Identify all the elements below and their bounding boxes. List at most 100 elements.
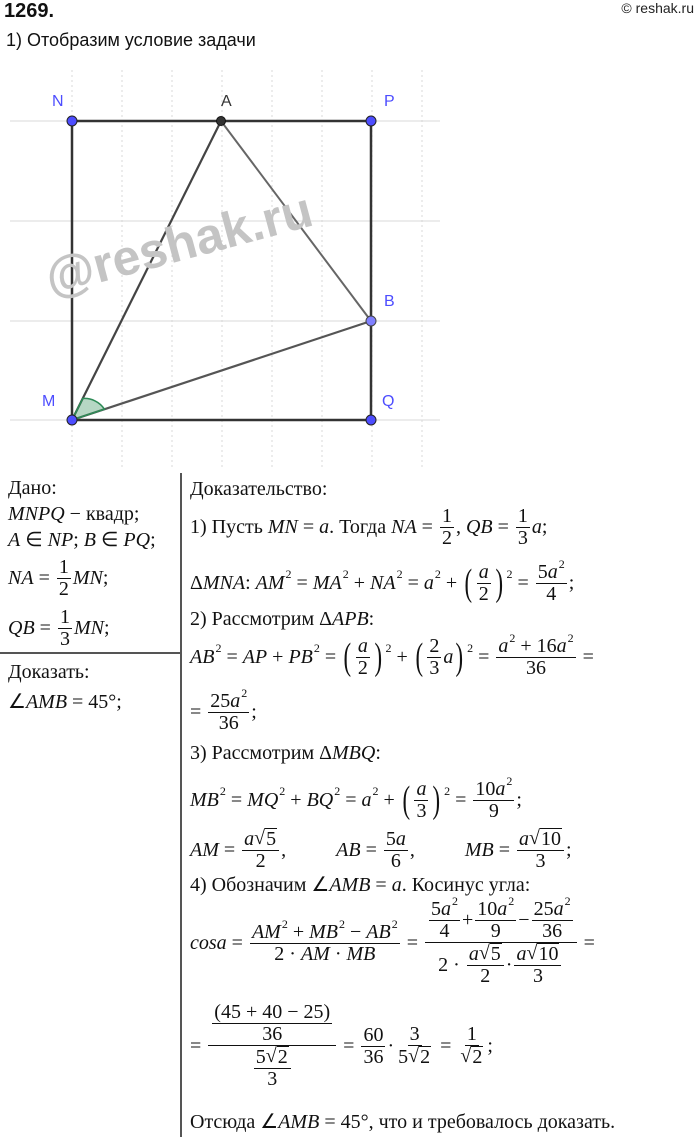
text: , — [281, 839, 337, 861]
text: 1 — [466, 1023, 477, 1045]
segment-mb — [71, 319, 372, 422]
denominator: 5√2 — [396, 1046, 433, 1068]
text: 6 — [390, 849, 401, 872]
text: 3 — [532, 965, 543, 987]
site-credit: © reshak.ru — [621, 0, 694, 16]
text: + — [285, 789, 307, 811]
text: + — [378, 789, 400, 811]
text: 36 — [218, 711, 239, 734]
text: 25 — [533, 898, 554, 920]
numerator: (45 + 40 − 25) — [212, 1002, 333, 1024]
denominator: 2 — [254, 851, 268, 872]
math-variable: a — [244, 827, 255, 850]
text: 36 — [363, 1045, 384, 1068]
text: , — [455, 516, 466, 538]
denominator: 2 — [478, 966, 492, 987]
superscript: 2 — [339, 916, 346, 931]
math-variable: a — [547, 560, 558, 583]
denominator: 36 — [260, 1024, 284, 1045]
text: − — [518, 909, 530, 931]
math-variable: AMB — [329, 874, 371, 896]
text: : — [375, 742, 381, 764]
text: + — [440, 572, 463, 594]
math-variable: AMB — [25, 691, 68, 713]
text: + — [348, 572, 370, 594]
math-variable: AMB — [278, 1111, 320, 1133]
text: Доказать: — [8, 661, 90, 683]
text: = — [493, 839, 516, 861]
point-p — [365, 115, 377, 127]
left-paren: ( — [464, 562, 473, 604]
superscript: 2 — [508, 894, 515, 909]
right-paren: ) — [374, 636, 382, 678]
math-variable: cosa — [190, 932, 227, 954]
text: 9 — [490, 920, 501, 942]
math-variable: MBQ — [332, 742, 376, 764]
text: ; — [103, 617, 110, 639]
text: 1 — [441, 504, 452, 527]
numerator: 2 — [427, 635, 442, 658]
text: ; — [150, 529, 156, 551]
text: 2) Рассмотрим Δ — [190, 608, 333, 630]
text: + — [462, 909, 474, 931]
text: 9 — [488, 799, 499, 822]
text: 3 — [267, 1068, 278, 1090]
text: 1) Пусть — [190, 516, 268, 538]
numerator: 5√2 — [253, 1046, 291, 1069]
superscript: 2 — [567, 630, 574, 645]
math-variable: AM — [251, 920, 281, 943]
text: Отсюда ∠ — [190, 1111, 279, 1133]
denominator: 3 — [531, 966, 545, 987]
text: : — [245, 572, 256, 594]
numerator: a — [355, 635, 370, 658]
text: = — [221, 646, 243, 668]
math-variable: NA — [8, 567, 34, 589]
radicand: 2 — [419, 1046, 432, 1068]
right-paren: ) — [432, 779, 441, 821]
text: ∈ — [20, 529, 48, 551]
text: ; — [541, 516, 548, 538]
denominator: 3 — [427, 657, 441, 679]
math-variable: MN — [72, 567, 103, 589]
left-paren: ( — [415, 636, 423, 678]
text: 36 — [542, 920, 563, 942]
text: ; — [487, 1035, 493, 1057]
text: 2 — [478, 582, 489, 605]
numerator: (45 + 40 − 25)36 — [208, 1002, 337, 1046]
text: 3 — [409, 1023, 420, 1045]
math-variable: MN — [73, 617, 104, 639]
math-variable: MB — [346, 942, 376, 965]
text: − квадр; — [64, 503, 140, 525]
math-variable: QB — [8, 617, 35, 639]
denominator: 36 — [540, 921, 564, 942]
denominator: 2 — [356, 657, 370, 679]
text: ∠ — [8, 691, 26, 713]
text: = — [34, 617, 56, 639]
denominator: 36 — [217, 711, 241, 734]
math-variable: PB — [288, 646, 313, 668]
denominator: 3 — [414, 800, 428, 822]
text: = — [402, 572, 424, 594]
radicand: 2 — [471, 1046, 484, 1068]
text: 2 — [480, 965, 491, 987]
radical-sign: √ — [408, 1045, 420, 1067]
geometry-diagram: N A P B M Q — [10, 70, 440, 470]
text: : — [368, 608, 375, 630]
denominator: 9 — [487, 799, 501, 822]
text: 5 — [398, 1045, 409, 1068]
superscript: 2 — [385, 641, 392, 656]
